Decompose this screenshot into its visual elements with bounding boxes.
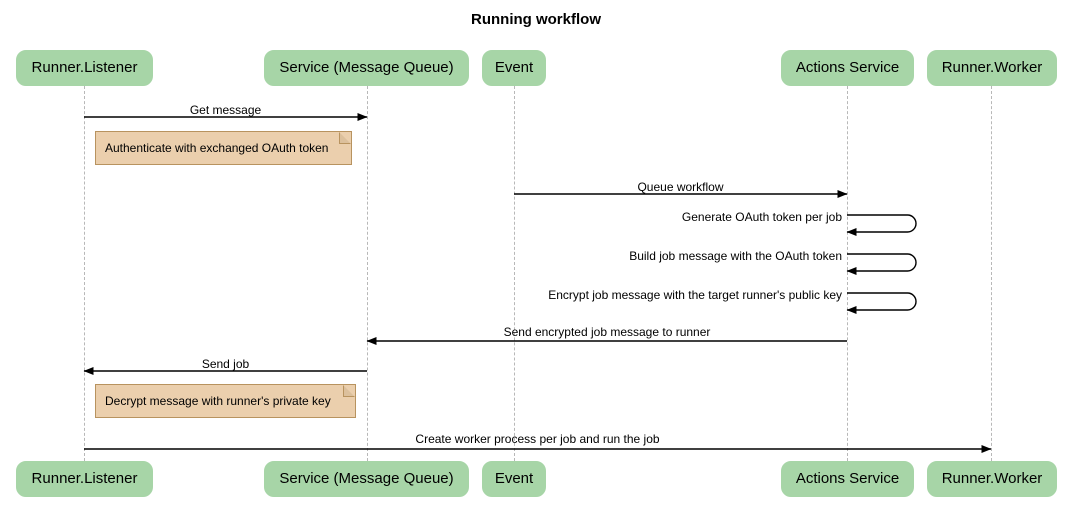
note-text: Decrypt message with runner's private ke…: [105, 394, 331, 408]
participant-actions-service-top[interactable]: Actions Service: [781, 50, 914, 86]
page-title: Running workflow: [471, 11, 601, 28]
participant-runner-listener-bottom[interactable]: Runner.Listener: [16, 461, 153, 497]
message-label-send-job: Send job: [201, 357, 250, 371]
note-fold-corner-icon: [339, 132, 351, 144]
message-label-build-job-message-with-the-oauth-token: Build job message with the OAuth token: [629, 249, 842, 263]
lifeline-event: [514, 86, 515, 461]
note-text: Authenticate with exchanged OAuth token: [105, 141, 329, 155]
message-label-generate-oauth-token-per-job: Generate OAuth token per job: [681, 210, 842, 224]
note-fold-corner-icon: [343, 385, 355, 397]
participant-service-message-queue-top[interactable]: Service (Message Queue): [264, 50, 469, 86]
participant-runner-listener-top[interactable]: Runner.Listener: [16, 50, 153, 86]
note-authenticate-with-exchanged-oauth-token: Authenticate with exchanged OAuth token: [95, 131, 352, 165]
message-label-create-worker-process-per-job-and-run-the-job: Create worker process per job and run th…: [415, 432, 660, 446]
message-label-encrypt-job-message-with-the-target-runners-public-key: Encrypt job message with the target runn…: [548, 288, 842, 302]
lifeline-service-message-queue: [367, 86, 368, 461]
participant-runner-worker-top[interactable]: Runner.Worker: [927, 50, 1057, 86]
participant-event-top[interactable]: Event: [482, 50, 546, 86]
participant-service-message-queue-bottom[interactable]: Service (Message Queue): [264, 461, 469, 497]
participant-event-bottom[interactable]: Event: [482, 461, 546, 497]
lifeline-runner-worker: [991, 86, 992, 461]
message-label-queue-workflow: Queue workflow: [637, 180, 724, 194]
participant-runner-worker-bottom[interactable]: Runner.Worker: [927, 461, 1057, 497]
note-decrypt-message-with-runners-private-key: Decrypt message with runner's private ke…: [95, 384, 356, 418]
lifeline-runner-listener: [84, 86, 85, 461]
participant-actions-service-bottom[interactable]: Actions Service: [781, 461, 914, 497]
lifeline-actions-service: [847, 86, 848, 461]
message-label-send-encrypted-job-message-to-runner: Send encrypted job message to runner: [503, 325, 711, 339]
message-label-get-message: Get message: [189, 103, 262, 117]
